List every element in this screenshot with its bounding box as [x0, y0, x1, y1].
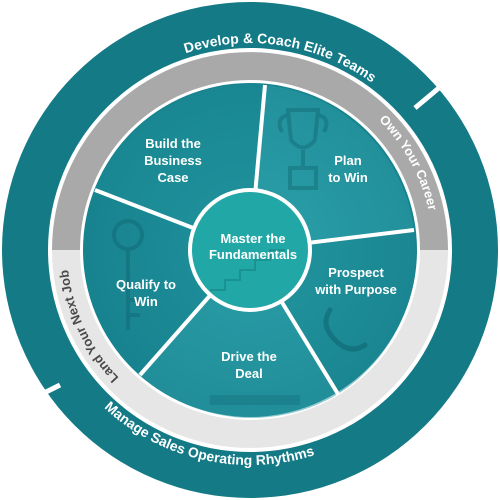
center-line2: Fundamentals [209, 247, 297, 262]
segment-prospect-line1: Prospect [328, 265, 384, 280]
segment-build-line2: Business [144, 153, 202, 168]
laptop-icon [210, 395, 300, 405]
phone-icon [323, 307, 368, 352]
segment-build-line3: Case [157, 170, 188, 185]
segment-qualify: Qualify to Win [116, 277, 176, 309]
center-circle-fill [192, 192, 308, 308]
segment-prospect: Prospect with Purpose [314, 265, 397, 297]
outer-ring-dividers [28, 80, 448, 403]
segment-plan-line2: to Win [328, 170, 368, 185]
segment-build-line1: Build the [145, 136, 201, 151]
segment-drive-line2: Deal [235, 366, 262, 381]
stairs-icon [210, 249, 285, 291]
segment-plan-line1: Plan [334, 153, 362, 168]
segment-build: Build the Business Case [144, 136, 202, 185]
segment-plan: Plan to Win [328, 153, 368, 185]
segment-drive: Drive the Deal [221, 349, 277, 381]
segment-qualify-line2: Win [134, 294, 158, 309]
center-label: Master the Fundamentals [209, 231, 297, 262]
segment-qualify-line1: Qualify to [116, 277, 176, 292]
segment-prospect-line2: with Purpose [314, 282, 397, 297]
segment-drive-bg [140, 250, 338, 418]
segment-drive-line1: Drive the [221, 349, 277, 364]
center-line1: Master the [220, 231, 285, 246]
trophy-icon [277, 108, 329, 190]
key-icon [112, 219, 144, 330]
